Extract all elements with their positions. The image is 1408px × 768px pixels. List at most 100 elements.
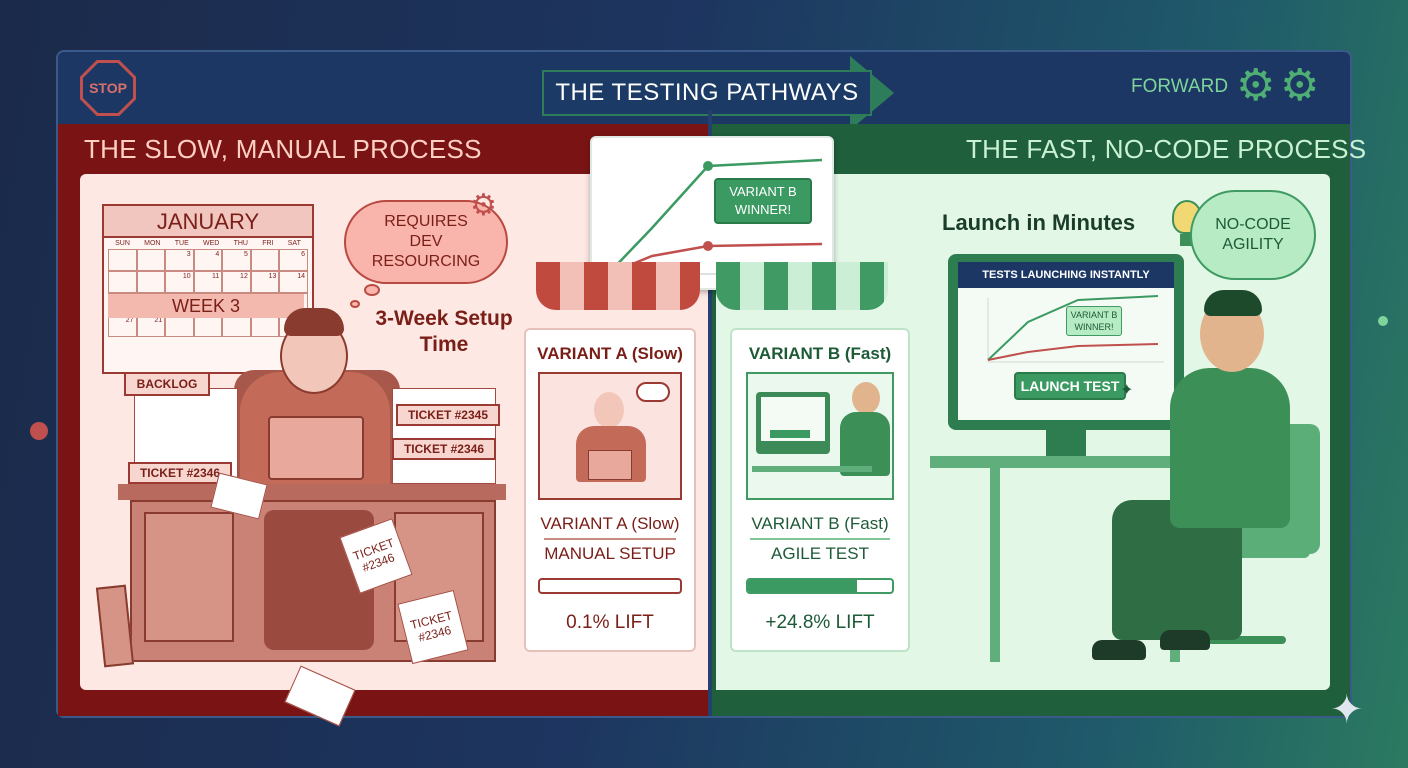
launch-test-button[interactable]: LAUNCH TEST [1014,372,1126,400]
variant-a-illustration [538,372,682,500]
calendar-cell [222,315,251,337]
variant-a-title: VARIANT A (Slow) [537,344,683,363]
variant-b-progress-fill [748,580,858,592]
calendar-cell: 13 [250,271,280,293]
calendar-cell [250,315,280,337]
stop-sign-label: STOP [83,63,133,113]
mini-launch-button [770,430,810,438]
winner-badge-line2: WINNER! [734,202,792,217]
shoe [1160,630,1210,650]
gear-icon: ⚙ [1236,61,1276,110]
calendar-cell [250,249,280,271]
variant-a-line [987,343,1159,361]
mini-person-head [594,392,624,428]
variant-b-title: VARIANT B (Fast) [748,344,892,363]
calendar-cell: 4 [193,249,223,271]
calendar-weekday: FRI [262,240,274,247]
variant-a-lift: 0.1% LIFT [566,612,654,633]
mini-badge-line1: VARIANT B [1070,310,1118,320]
calendar-weekday: TUE [174,240,189,247]
thought-dot [350,300,360,308]
divider [544,538,676,540]
speech-bubble-icon [636,382,670,402]
monitor-header: TESTS LAUNCHING INSTANTLY [958,262,1174,288]
calendar-cell: 6 [279,249,308,271]
variant-a-progress [538,578,682,594]
decor-dot [30,422,48,440]
divider [750,538,890,540]
variant-b-point [703,161,713,171]
stressed-person-hair [284,308,344,336]
calendar-cell: 5 [222,249,251,271]
calendar-week-highlight: WEEK 3 [108,294,304,318]
thought-dot [364,284,380,296]
variant-a-mode: MANUAL SETUP [544,544,676,563]
winner-badge: VARIANT B WINNER! [714,178,812,224]
calendar-cell [193,315,223,337]
standing-desk [930,456,1212,468]
variant-b-lift: +24.8% LIFT [765,612,875,633]
page-title: THE TESTING PATHWAYS [542,70,872,116]
desk-leg [990,468,1000,662]
ticket-tag: TICKET #2346 [392,438,496,460]
variant-b-mode: AGILE TEST [771,544,869,563]
shoe [1092,640,1146,660]
thought-bubble-dev-resourcing: REQUIRES DEV RESOURCING [344,200,508,284]
sparkle-icon: ✦ [1330,688,1364,732]
calendar-cell [108,249,137,271]
variant-b-illustration [746,372,894,500]
calendar-cell: 10 [165,271,194,293]
monitor-winner-badge: VARIANT B WINNER! [1066,306,1122,336]
calendar-weekday: THU [233,240,248,247]
ticket-tag: TICKET #2345 [396,404,500,426]
calendar-weekday: MON [144,240,161,247]
calendar-cell: 11 [193,271,223,293]
calendar-weekday: SAT [287,240,301,247]
desk-top [118,484,506,500]
calendar-weekday: WED [203,240,220,247]
desk-drawer [144,512,234,642]
mini-desk [752,466,872,472]
monitor-stand [1046,430,1086,456]
calendar-month: JANUARY [104,206,312,238]
variant-b-subtitle: VARIANT B (Fast) [751,514,889,533]
calendar-weekdays: SUN MON TUE WED THU FRI SAT [104,238,312,249]
storefront-awning-green [716,262,888,310]
thought-text: NO-CODE AGILITY [1215,216,1291,253]
variant-a-point [703,241,713,251]
variant-b-line [607,158,823,275]
happy-person-body [1170,368,1290,528]
thought-bubble-no-code: NO-CODE AGILITY [1190,190,1316,280]
setup-time-label: 3-Week Setup Time [375,307,513,356]
winner-badge-line1: VARIANT B [729,184,797,199]
mini-badge-line2: WINNER! [1074,322,1114,332]
decor-dot [1378,316,1388,326]
mini-laptop [588,450,632,480]
calendar-cell: 14 [279,271,308,293]
mini-person-head [852,382,880,414]
calendar-cell [136,271,166,293]
ticket-tag: TICKET #2346 [128,462,232,484]
thought-text: REQUIRES DEV RESOURCING [371,213,481,270]
variant-b-progress [746,578,894,594]
variant-b-card: VARIANT B (Fast) VARIANT B (Fast) AGILE … [730,328,910,652]
backlog-tag: BACKLOG [124,372,210,396]
panel-divider [708,110,712,716]
variant-a-subtitle: VARIANT A (Slow) [540,514,680,533]
calendar-weekday: SUN [115,240,130,247]
slow-process-heading: THE SLOW, MANUAL PROCESS [84,134,482,164]
calendar-cell: 12 [222,271,251,293]
happy-person-hair [1204,290,1262,316]
calendar-cell: 21 [136,315,166,337]
gear-icon: ⚙ [470,189,497,222]
monitor-chart [987,295,1164,363]
forward-label: FORWARD [1131,76,1229,97]
variant-b-line [987,295,1159,361]
calendar-cell [165,315,194,337]
cursor-icon: ✦ [1120,382,1134,399]
fast-process-heading: THE FAST, NO-CODE PROCESS [966,134,1367,164]
launch-title: Launch in Minutes [942,210,1136,235]
storefront-awning-red [536,262,700,310]
calendar-cell: 27 [108,315,137,337]
